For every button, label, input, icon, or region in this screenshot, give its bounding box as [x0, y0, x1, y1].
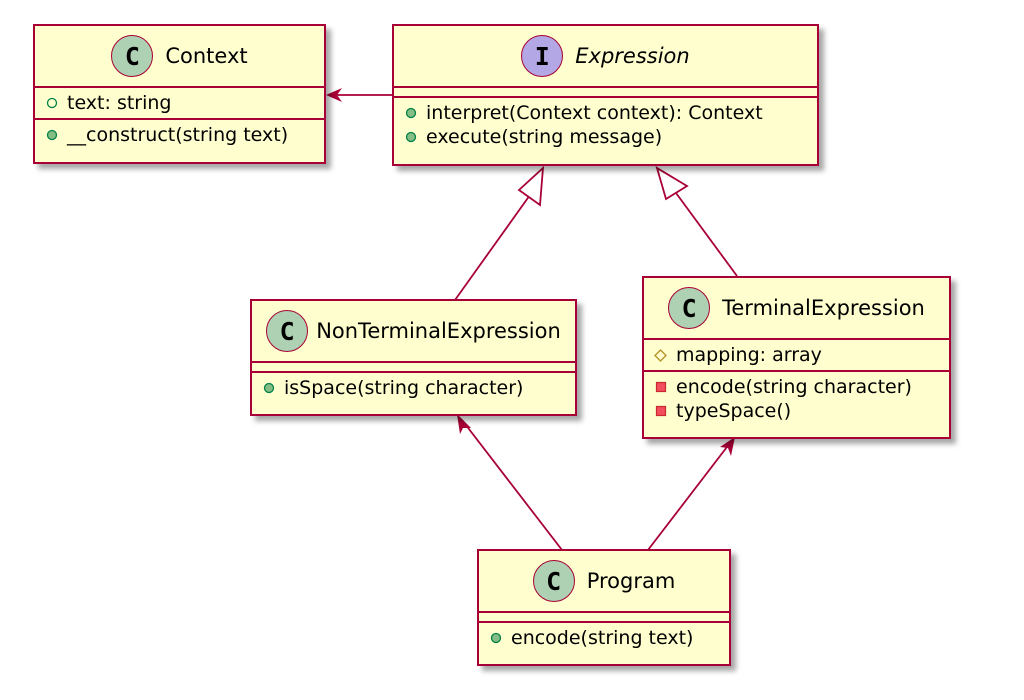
realization-line-terminal	[675, 192, 738, 277]
class-header: C Program	[479, 551, 729, 611]
method-row: isSpace(string character)	[262, 376, 567, 400]
realization-line-nonterminal	[454, 194, 531, 301]
method-section: interpret(Context context): Context exec…	[394, 98, 817, 152]
field-section-empty	[479, 613, 729, 621]
class-header: C Context	[35, 26, 324, 86]
field-section: mapping: array	[644, 340, 949, 370]
class-badge-icon: C	[532, 560, 575, 602]
field-section-empty	[252, 363, 575, 371]
class-terminal-expression[interactable]: C TerminalExpression mapping: array enco…	[642, 276, 951, 439]
method-row: typeSpace()	[654, 399, 941, 423]
field-text: mapping: array	[676, 344, 822, 366]
method-row: encode(string character)	[654, 375, 941, 399]
method-section: encode(string character) typeSpace()	[644, 372, 949, 426]
private-method-icon	[654, 381, 667, 394]
private-method-icon	[654, 405, 667, 418]
method-section: __construct(string text)	[35, 120, 324, 150]
class-name: TerminalExpression	[722, 296, 925, 320]
method-text: typeSpace()	[676, 400, 792, 422]
class-header: I Expression	[394, 26, 817, 86]
method-text: __construct(string text)	[67, 124, 289, 146]
interface-badge-icon: I	[521, 35, 564, 77]
public-method-icon	[45, 129, 58, 142]
public-method-icon	[404, 107, 417, 120]
class-nonterminal-expression[interactable]: C NonTerminalExpression isSpace(string c…	[250, 299, 577, 416]
method-text: interpret(Context context): Context	[426, 102, 763, 124]
method-text: isSpace(string character)	[284, 377, 524, 399]
association-line-program-nonterminal	[461, 419, 563, 551]
field-section-empty	[394, 88, 817, 96]
method-section: encode(string text)	[479, 623, 729, 653]
realization-triangle-terminal	[655, 166, 689, 201]
method-text: encode(string text)	[511, 627, 694, 649]
method-text: execute(string message)	[426, 126, 663, 148]
realization-triangle-nonterminal	[517, 165, 545, 207]
class-name: Expression	[575, 44, 690, 68]
field-section: text: string	[35, 88, 324, 118]
public-method-icon	[404, 131, 417, 144]
public-field-icon	[45, 97, 58, 110]
field-row: text: string	[45, 91, 316, 115]
class-badge-icon: C	[266, 310, 309, 352]
public-method-icon	[262, 382, 275, 395]
association-arrowhead-terminal	[720, 437, 735, 456]
class-header: C NonTerminalExpression	[252, 301, 575, 361]
method-row: __construct(string text)	[45, 123, 316, 147]
class-name: Program	[586, 569, 676, 593]
class-context[interactable]: C Context text: string __construct(strin…	[33, 24, 326, 164]
method-row: encode(string text)	[489, 626, 721, 650]
class-badge-icon: C	[668, 287, 711, 329]
class-name: Context	[165, 44, 248, 68]
method-row: execute(string message)	[404, 125, 809, 149]
dependency-arrowhead	[326, 88, 342, 102]
protected-field-icon	[654, 348, 667, 362]
class-badge-icon: C	[111, 35, 154, 77]
field-text: text: string	[67, 92, 172, 114]
public-method-icon	[489, 632, 502, 645]
interface-expression[interactable]: I Expression interpret(Context context):…	[392, 24, 819, 166]
association-arrowhead-nonterminal	[457, 414, 471, 434]
class-name: NonTerminalExpression	[316, 319, 561, 343]
method-row: interpret(Context context): Context	[404, 101, 809, 125]
method-text: encode(string character)	[676, 376, 912, 398]
method-section: isSpace(string character)	[252, 373, 575, 403]
field-row: mapping: array	[654, 343, 941, 367]
class-header: C TerminalExpression	[644, 278, 949, 338]
class-program[interactable]: C Program encode(string text)	[477, 549, 731, 666]
association-line-program-terminal	[647, 442, 731, 551]
